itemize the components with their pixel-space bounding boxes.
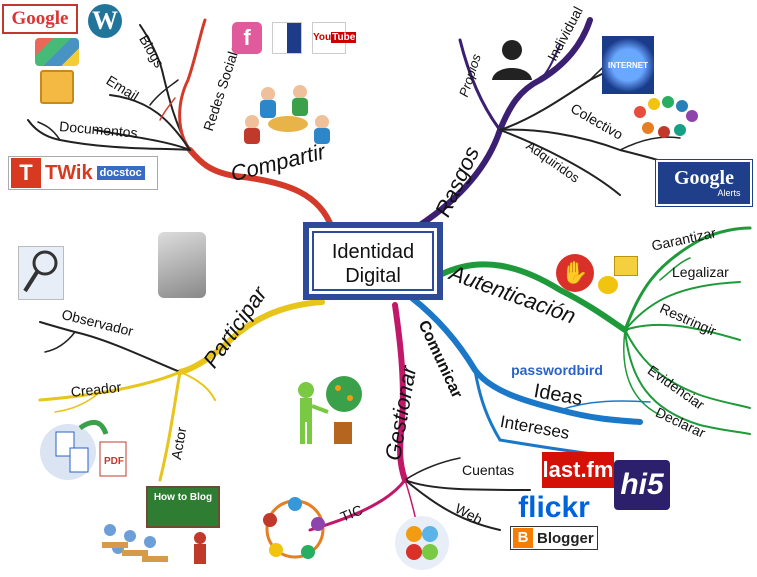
delicious-icon	[272, 22, 302, 54]
joomla-icon	[392, 514, 452, 572]
google-logo-icon: Google	[2, 4, 78, 34]
hand-icon	[158, 232, 206, 298]
sub-label-cuentas: Cuentas	[462, 462, 514, 478]
lastfm-logo: last.fm	[542, 452, 614, 488]
windows-live-icon	[35, 38, 79, 66]
center-node: Identidad Digital	[303, 222, 443, 300]
blogger-logo: B Blogger	[510, 526, 598, 550]
people-meeting-icon	[238, 82, 338, 144]
network-icon	[254, 488, 336, 570]
internet-globe-icon: INTERNET	[602, 36, 654, 94]
hi5-logo: hi5	[614, 460, 670, 510]
plant-watering-icon	[288, 372, 366, 452]
passwordbird-logo: passwordbird	[510, 358, 604, 382]
classroom-icon: How to Blog	[96, 484, 228, 570]
flickr-logo: flickr	[506, 492, 602, 524]
small-doc-icon	[614, 256, 638, 276]
magnifier-icon	[18, 246, 64, 300]
center-title: Identidad Digital	[309, 240, 437, 288]
facebook-icon: f	[232, 22, 262, 54]
user-silhouette-icon	[490, 36, 534, 80]
twik-docstoc-logo: T TWik docstoc	[8, 156, 158, 190]
wordpress-icon: W	[88, 4, 122, 38]
google-alerts-logo: Google Alerts	[656, 160, 752, 206]
stop-hand-icon: ✋	[556, 254, 594, 292]
small-people-icon	[598, 276, 618, 294]
email-envelope-icon	[40, 70, 74, 104]
sub-label-legalizar: Legalizar	[672, 264, 729, 280]
documents-pdf-icon: PDF	[40, 412, 136, 484]
youtube-icon: YouTube	[312, 22, 346, 54]
people-circle-icon	[630, 92, 700, 140]
